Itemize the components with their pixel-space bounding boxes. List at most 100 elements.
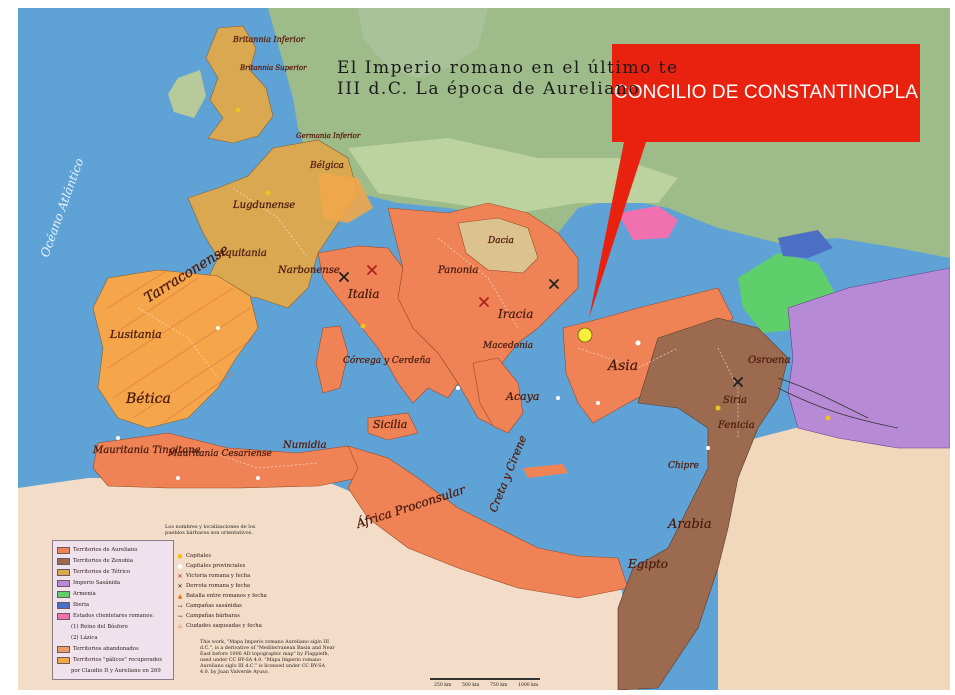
region-label: Córcega y Cerdeña [343, 355, 431, 366]
legend-label: Territorios "gálicos" recuperados [73, 657, 163, 663]
legend-label: Territorios de Zenobia [73, 558, 134, 564]
bosporan-kingdom [618, 206, 678, 240]
scale-label: 500 km [462, 682, 480, 686]
region-label: Egipto [627, 557, 668, 571]
legend-symbol-icon: ✕ [177, 572, 183, 580]
map-title: El Imperio romano en el último te III d.… [337, 58, 679, 100]
battle-markers [339, 265, 743, 387]
legend-symbol-label: Ciudades saqueadas y fecha [186, 623, 262, 629]
legend-label: Estados clientelares romanos: [73, 613, 154, 619]
region-label: Italia [347, 287, 380, 301]
region-label: Fenicia [717, 420, 755, 431]
legend-swatch [57, 546, 70, 554]
legend-swatch [57, 636, 68, 641]
ireland [168, 70, 206, 118]
sasanid-empire [787, 267, 950, 449]
region-label: Germania Inferior [296, 132, 361, 140]
gaul-recovered [318, 173, 373, 223]
zenobia [617, 317, 789, 690]
region-label: Iracia [497, 307, 533, 321]
region-label: Lugdunense [232, 200, 295, 211]
sicily [367, 412, 419, 441]
legend-item: por Claudio II y Aureliano en 269 [57, 667, 161, 675]
scale-label: 1000 km [518, 682, 539, 686]
legend-label: Armenia [73, 591, 96, 597]
legend-symbol-icon: ▲ [177, 592, 183, 600]
legend-symbol-item: ●Capitales [176, 552, 211, 560]
legend-symbol-label: Batalla entre romanos y fecha [186, 593, 267, 599]
legend-symbol-item: →Campañas bárbaras [176, 612, 240, 620]
legend-swatch [57, 645, 70, 653]
region-label: Numidia [282, 440, 326, 451]
region-label: Bélgica [309, 160, 344, 171]
legend-item: Estados clientelares romanos: [57, 612, 154, 620]
legend-label: Iberia [73, 602, 90, 608]
legend-symbol-icon: → [177, 612, 183, 620]
legend-symbol-item: ✕Victoria romana y fecha [176, 572, 250, 580]
legend-label: (1) Reino del Bósforo [71, 624, 128, 630]
region-label: Narbonense [277, 265, 340, 276]
region-label: Aquitania [217, 248, 267, 259]
legend-symbol-icon: ♨ [177, 622, 183, 630]
iberia-caucasus [778, 230, 833, 258]
legend-swatch [57, 656, 70, 664]
legend-swatch [57, 669, 68, 674]
legend-symbol-label: Capitales [186, 553, 212, 559]
map-credits: This work, "Mapa Imperio romano Aurelian… [200, 640, 335, 675]
legend-swatch [57, 568, 70, 576]
crete [523, 464, 568, 478]
legend-swatch [57, 557, 70, 565]
legend-symbol-label: Campañas bárbaras [186, 613, 240, 619]
land-scandinavia [358, 8, 488, 78]
legend-swatch [57, 601, 70, 609]
legend-symbols: ●Capitales●Capitales provinciales✕Victor… [172, 540, 280, 640]
region-label: Panonia [437, 265, 478, 276]
legend-swatch [57, 612, 70, 620]
legend-label: Imperio Sasánida [73, 580, 121, 586]
region-label: Britannia Superior [239, 64, 307, 72]
legend-item: Territorios de Zenobia [57, 557, 133, 565]
legend-label: por Claudio II y Aureliano en 269 [71, 668, 161, 674]
legend-symbol-item: ♨Ciudades saqueadas y fecha [176, 622, 262, 630]
callout-bubble [589, 44, 920, 318]
callout-box [612, 44, 920, 142]
legend-label: Territorios abandonados [73, 646, 139, 652]
scale-label: 750 km [490, 682, 508, 686]
region-label: Dacia [487, 236, 514, 246]
corsica-sardinia [315, 325, 349, 394]
legend-swatch [57, 579, 70, 587]
region-label: Sicilia [373, 418, 407, 431]
map-title-line2: III d.C. La época de Aureliano [337, 79, 641, 99]
region-label: Mauritania Cesariense [167, 449, 272, 459]
region-label: Macedonia [482, 341, 533, 351]
city-markers [116, 107, 831, 480]
legend-symbol-label: Capitales provinciales [186, 563, 246, 569]
region-label: Acaya [505, 390, 539, 403]
province-borders [137, 187, 739, 469]
constantinople-marker [577, 327, 593, 343]
hispania [92, 269, 259, 429]
britain [205, 25, 274, 144]
legend-item: Imperio Sasánida [57, 579, 120, 587]
legend-symbol-icon: ● [177, 552, 183, 560]
legend-symbol-item: ✕Derrota romana y fecha [176, 582, 250, 590]
legend-symbol-icon: ● [177, 562, 183, 570]
map-note: Los nombres y localizaciones de los pueb… [165, 524, 256, 536]
region-label: Chipre [668, 461, 699, 471]
legend-symbol-icon: ✕ [177, 582, 183, 590]
region-label: Bética [125, 391, 171, 407]
legend-symbol-icon: → [177, 602, 183, 610]
campaign-arrows [777, 377, 899, 429]
legend-item: Iberia [57, 601, 89, 609]
region-label: Britannia Inferior [232, 35, 306, 44]
legend-item: Territorios de Aureliano [57, 546, 137, 554]
legend-item: (2) Lázica [57, 634, 97, 642]
callout-pointer [589, 142, 646, 318]
east-desert [718, 388, 950, 690]
legend-label: (2) Lázica [71, 635, 98, 641]
legend-label: Territorios de Tétrico [73, 569, 131, 575]
hispania-hatch [107, 269, 255, 424]
